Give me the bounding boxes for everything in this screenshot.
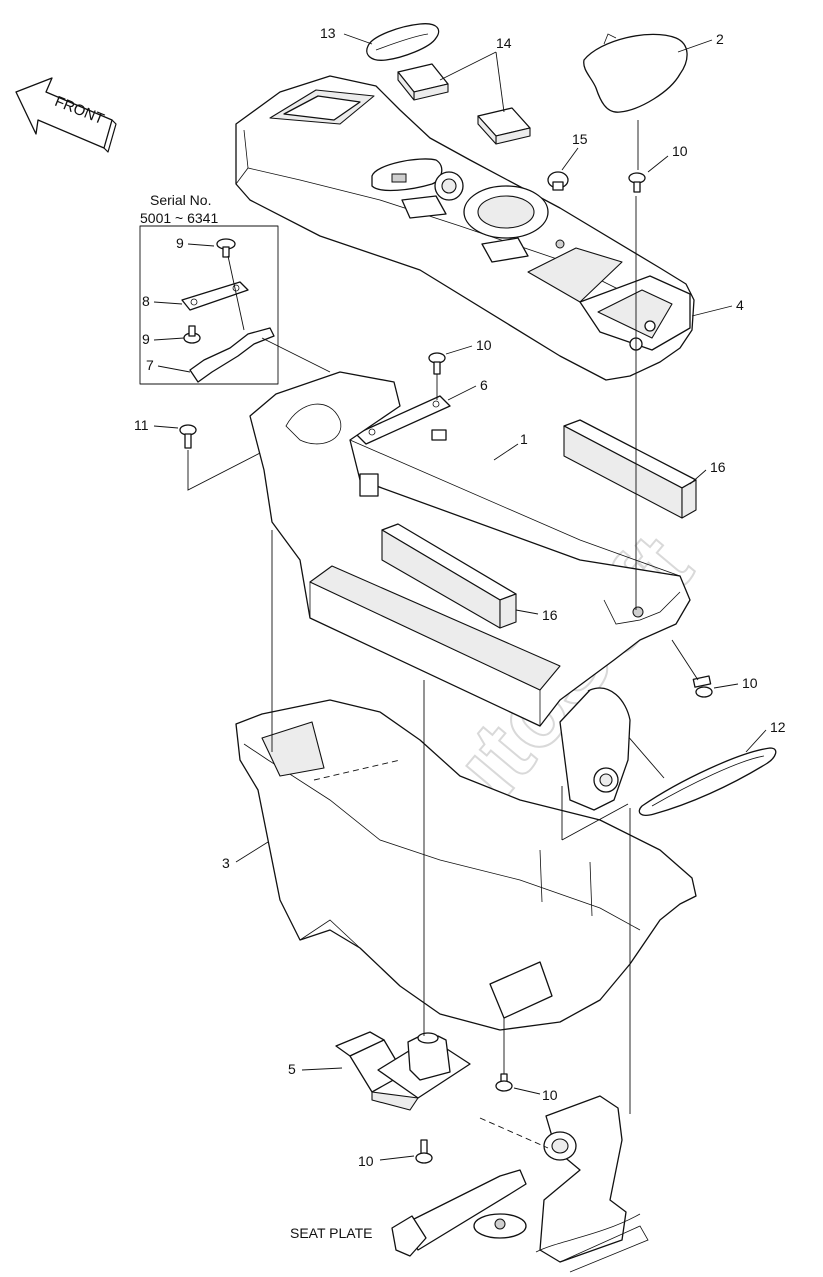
callout-8: 8: [142, 293, 150, 309]
part-6-bracket: [355, 395, 451, 445]
callout-10-right: 10: [742, 675, 758, 691]
alignment-lines: [271, 120, 639, 1149]
serial-title: Serial No.: [150, 192, 211, 208]
callouts: 13 14 2 15 10 4 9 8 9 7 10 6 11 1 16: [134, 25, 786, 1169]
callout-9-top: 9: [176, 235, 184, 251]
part-16-pad-right: [563, 419, 697, 519]
part-1-frame: [249, 371, 691, 727]
part-13-cap: [366, 23, 440, 61]
part-14-plug-b: [477, 107, 531, 145]
part-15-plug: [547, 171, 569, 191]
callout-5: 5: [288, 1061, 296, 1077]
callout-11: 11: [134, 417, 149, 433]
part-4-upper-console: [235, 75, 695, 381]
callout-16-front: 16: [542, 607, 558, 623]
part-3-lower-console: [235, 687, 697, 1031]
callout-10-top: 10: [672, 143, 688, 159]
part-2-cover: [583, 33, 688, 113]
part-5-bracket: [335, 1031, 471, 1111]
seat-plate-label: SEAT PLATE: [290, 1225, 372, 1241]
callout-7: 7: [146, 357, 154, 373]
front-arrow: FRONT: [15, 77, 117, 153]
callout-10-mid: 10: [542, 1087, 558, 1103]
serial-range: 5001 ~ 6341: [140, 210, 218, 226]
callout-1: 1: [520, 431, 528, 447]
serial-number-box: Serial No. 5001 ~ 6341: [139, 192, 331, 385]
part-10-bolt-right: [671, 639, 713, 698]
callout-14: 14: [496, 35, 512, 51]
callout-9-bottom: 9: [142, 331, 150, 347]
seat-plate-assembly: [391, 1095, 649, 1273]
callout-13: 13: [320, 25, 336, 41]
callout-15: 15: [572, 131, 588, 147]
callout-16-right: 16: [710, 459, 726, 475]
callout-10-frame: 10: [476, 337, 492, 353]
part-12-gasket: [587, 689, 777, 816]
callout-10-bottom: 10: [358, 1153, 374, 1169]
callout-12: 12: [770, 719, 786, 735]
part-10-bolt-mid: [495, 1073, 513, 1092]
part-14-plug-a: [397, 63, 449, 101]
callout-3: 3: [222, 855, 230, 871]
part-10-bolt-upper: [428, 352, 446, 400]
part-10-bolt-bottom: [415, 1139, 433, 1164]
part-11-bolt: [179, 424, 263, 491]
part-16-pad-front: [381, 523, 517, 629]
callout-2: 2: [716, 31, 724, 47]
callout-4: 4: [736, 297, 744, 313]
callout-6: 6: [480, 377, 488, 393]
